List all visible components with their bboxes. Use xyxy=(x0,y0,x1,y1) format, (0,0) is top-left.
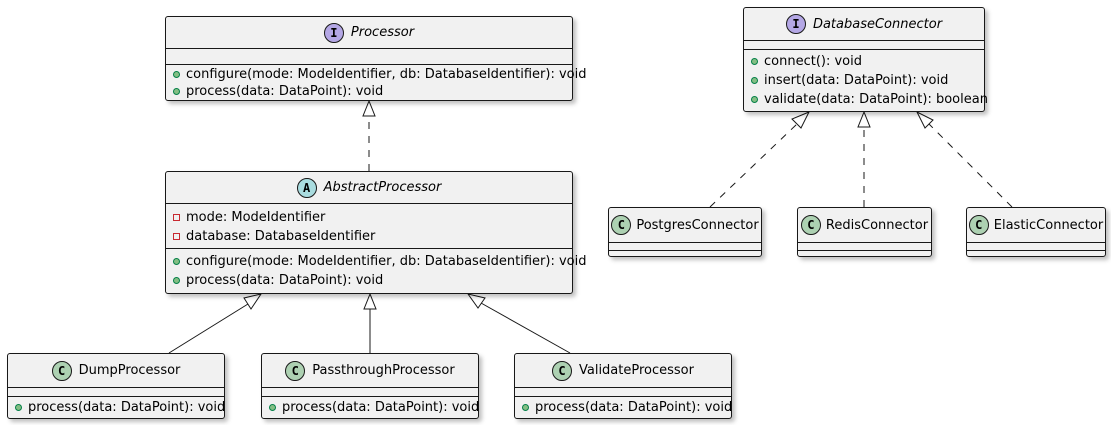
class-name: DumpProcessor xyxy=(78,363,181,378)
public-icon xyxy=(751,96,758,103)
divider xyxy=(262,396,478,397)
public-icon xyxy=(269,404,276,411)
arrowhead-postgres xyxy=(791,111,811,129)
divider xyxy=(262,387,478,388)
dump-processor-class[interactable]: C DumpProcessor process(data: DataPoint)… xyxy=(7,353,225,419)
divider xyxy=(744,49,984,50)
edge-validateprocessor-abstractprocessor xyxy=(480,302,571,354)
public-icon xyxy=(173,87,180,95)
validate-processor-class[interactable]: C ValidateProcessor process(data: DataPo… xyxy=(514,353,732,419)
method-row: connect(): void xyxy=(744,52,862,71)
class-icon: C xyxy=(968,215,989,235)
divider xyxy=(609,250,761,251)
elastic-connector-class[interactable]: C ElasticConnector xyxy=(966,207,1106,257)
divider xyxy=(8,396,224,397)
edge-dumpprocessor-abstractprocessor xyxy=(168,303,249,354)
postgres-connector-class[interactable]: C PostgresConnector xyxy=(608,207,762,257)
method-row: process(data: DataPoint): void xyxy=(8,398,225,417)
divider xyxy=(166,248,572,249)
public-icon xyxy=(751,77,758,84)
public-icon xyxy=(522,404,529,411)
processor-interface[interactable]: I Processor configure(mode: ModeIdentifi… xyxy=(165,16,586,101)
method-row: process(data: DataPoint): void xyxy=(166,271,383,290)
divider xyxy=(515,396,731,397)
arrowhead-dump xyxy=(243,293,263,310)
arrowhead-passthrough xyxy=(363,292,377,310)
class-name: DatabaseConnector xyxy=(812,16,943,32)
method-row: process(data: DataPoint): void xyxy=(166,82,383,100)
abstract-processor-class[interactable]: A AbstractProcessor mode: ModeIdentifier… xyxy=(165,171,586,294)
interface-icon: I xyxy=(323,22,344,43)
private-icon xyxy=(173,213,180,221)
class-icon: C xyxy=(51,360,72,381)
method-row: process(data: DataPoint): void xyxy=(515,398,732,417)
class-name: RedisConnector xyxy=(825,217,929,233)
redis-connector-class[interactable]: C RedisConnector xyxy=(797,207,932,257)
class-icon: C xyxy=(800,215,821,235)
public-icon xyxy=(173,70,180,78)
public-icon xyxy=(173,277,180,284)
divider xyxy=(744,40,984,41)
method-row: insert(data: DataPoint): void xyxy=(744,71,948,90)
field-row: mode: ModeIdentifier xyxy=(166,207,325,227)
edge-postgresconnector-databaseconnector xyxy=(709,123,798,208)
abstract-icon: A xyxy=(296,177,317,198)
divider xyxy=(609,242,761,243)
divider xyxy=(166,203,572,204)
divider xyxy=(798,242,931,243)
method-row: process(data: DataPoint): void xyxy=(262,398,479,417)
class-name: PassthroughProcessor xyxy=(312,363,455,378)
arrowhead-elastic xyxy=(915,110,934,129)
divider xyxy=(515,387,731,388)
divider xyxy=(8,387,224,388)
class-name: AbstractProcessor xyxy=(323,180,442,195)
class-icon: C xyxy=(611,215,632,235)
method-row: configure(mode: ModeIdentifier, db: Data… xyxy=(166,252,586,271)
class-icon: C xyxy=(285,360,306,381)
arrowhead-validate xyxy=(466,293,486,309)
method-row: validate(data: DataPoint): boolean xyxy=(744,90,988,109)
class-name: ElasticConnector xyxy=(993,217,1104,233)
divider xyxy=(967,250,1105,251)
method-row: configure(mode: ModeIdentifier, db: Data… xyxy=(166,65,586,83)
arrowhead-redis xyxy=(857,110,871,128)
class-name: Processor xyxy=(350,25,415,40)
public-icon xyxy=(15,404,22,411)
class-name: ValidateProcessor xyxy=(578,363,694,378)
class-icon: C xyxy=(551,360,572,381)
public-icon xyxy=(173,258,180,265)
public-icon xyxy=(751,58,758,65)
private-icon xyxy=(173,232,180,240)
passthrough-processor-class[interactable]: C PassthroughProcessor process(data: Dat… xyxy=(261,353,479,419)
field-row: database: DatabaseIdentifier xyxy=(166,226,375,246)
database-connector-interface[interactable]: I DatabaseConnector connect(): void inse… xyxy=(743,7,988,112)
divider xyxy=(166,64,572,65)
class-name: PostgresConnector xyxy=(636,217,759,233)
divider xyxy=(166,48,572,49)
interface-icon: I xyxy=(785,14,806,34)
divider xyxy=(798,250,931,251)
divider xyxy=(967,242,1105,243)
arrowhead-processor xyxy=(362,99,376,117)
edge-elasticconnector-databaseconnector xyxy=(928,123,1013,208)
